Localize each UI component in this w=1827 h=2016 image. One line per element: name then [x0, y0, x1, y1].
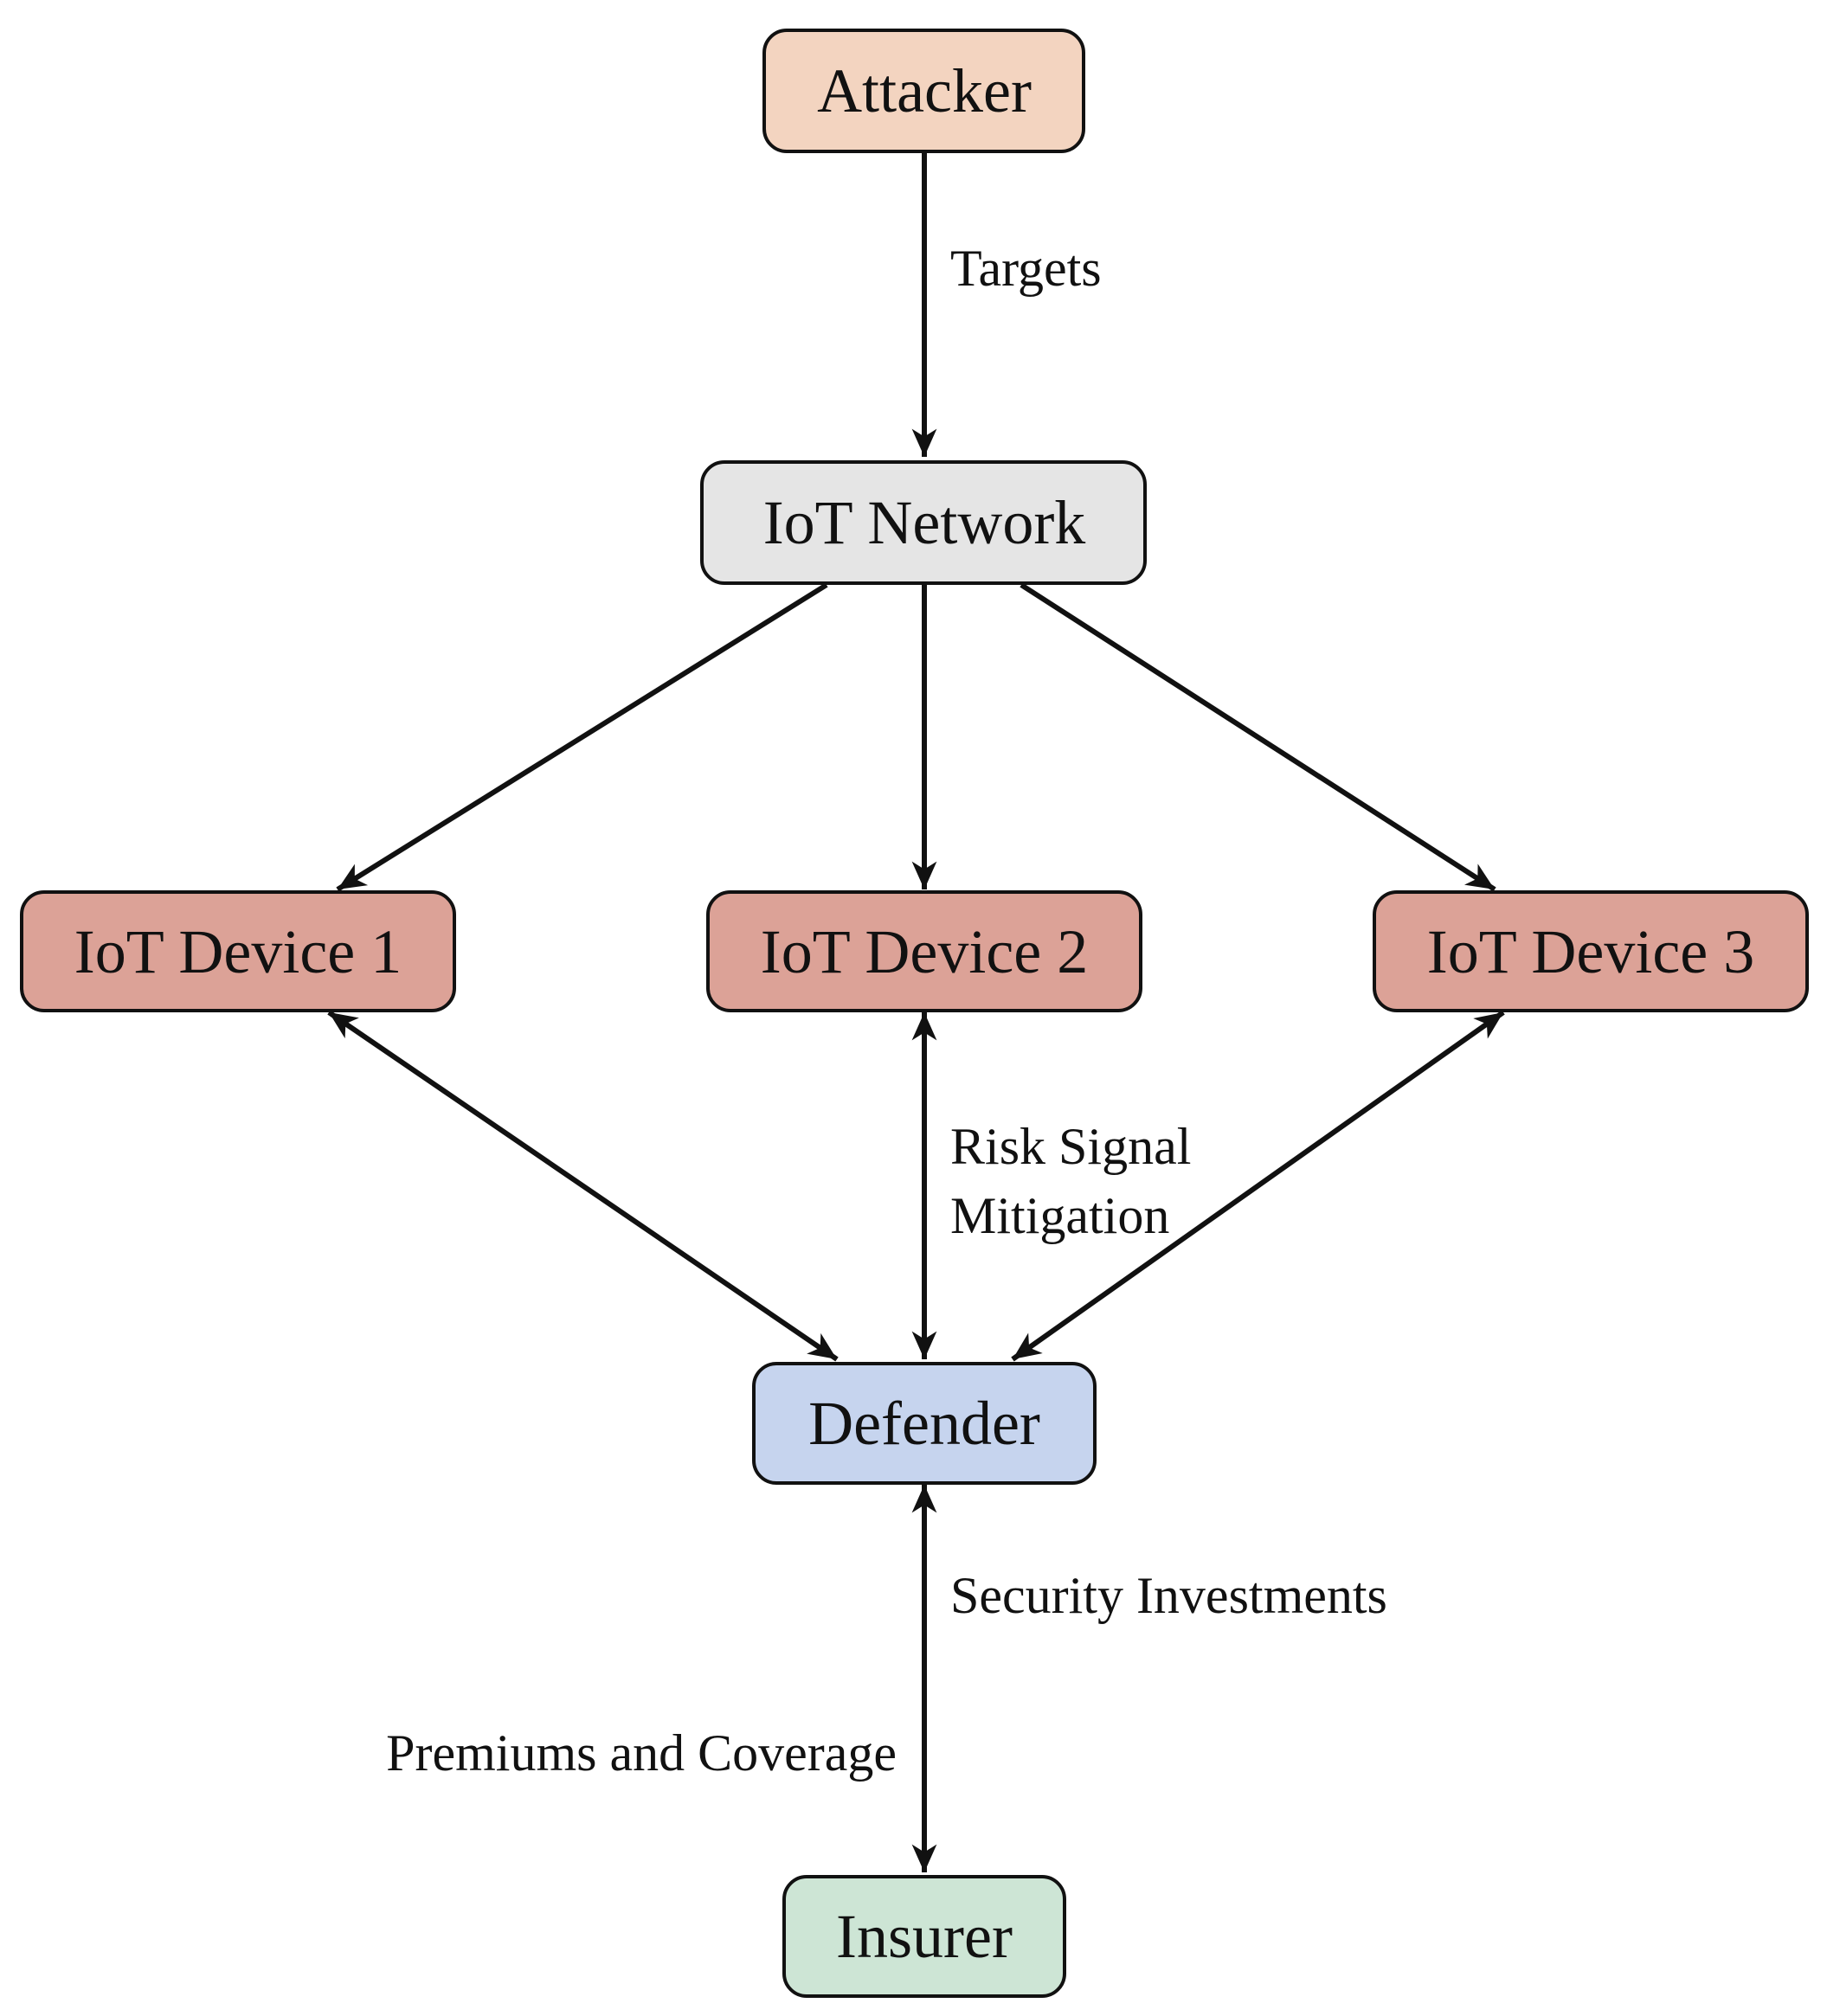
node-iot-device-3: IoT Device 3: [1373, 890, 1809, 1012]
node-insurer-label: Insurer: [836, 1902, 1013, 1971]
node-iot-device-1-box: [20, 890, 456, 1012]
node-insurer: Insurer: [782, 1875, 1066, 1998]
edge-network-to-device1: [336, 582, 828, 892]
node-insurer-box: [782, 1875, 1066, 1998]
node-iot-device-2: IoT Device 2: [706, 890, 1142, 1012]
node-defender-label: Defender: [808, 1389, 1040, 1458]
node-iot-network-label: IoT Network: [763, 488, 1086, 557]
edge-label-risk-signal: Risk Signal: [950, 1118, 1191, 1175]
node-iot-device-2-box: [706, 890, 1142, 1012]
node-iot-device-2-label: IoT Device 2: [761, 917, 1089, 986]
node-attacker-label: Attacker: [817, 56, 1032, 125]
edge-label-security-investments: Security Investments: [950, 1567, 1387, 1624]
edge-device1-defender: [327, 1010, 839, 1362]
node-defender: Defender: [752, 1362, 1097, 1485]
node-attacker-box: [762, 29, 1085, 153]
edge-network-to-device3: [1020, 582, 1496, 892]
node-iot-device-3-box: [1373, 890, 1809, 1012]
node-iot-network-box: [700, 460, 1147, 585]
edge-device3-defender: [1011, 1010, 1505, 1362]
node-attacker: Attacker: [762, 29, 1085, 153]
edge-label-targets: Targets: [950, 240, 1102, 297]
node-iot-device-1-label: IoT Device 1: [74, 917, 402, 986]
node-iot-device-3-label: IoT Device 3: [1427, 917, 1755, 986]
edge-label-mitigation: Mitigation: [950, 1187, 1169, 1244]
edge-label-premiums-coverage: Premiums and Coverage: [386, 1724, 897, 1782]
node-iot-device-1: IoT Device 1: [20, 890, 456, 1012]
node-defender-box: [752, 1362, 1097, 1485]
node-iot-network: IoT Network: [700, 460, 1147, 585]
